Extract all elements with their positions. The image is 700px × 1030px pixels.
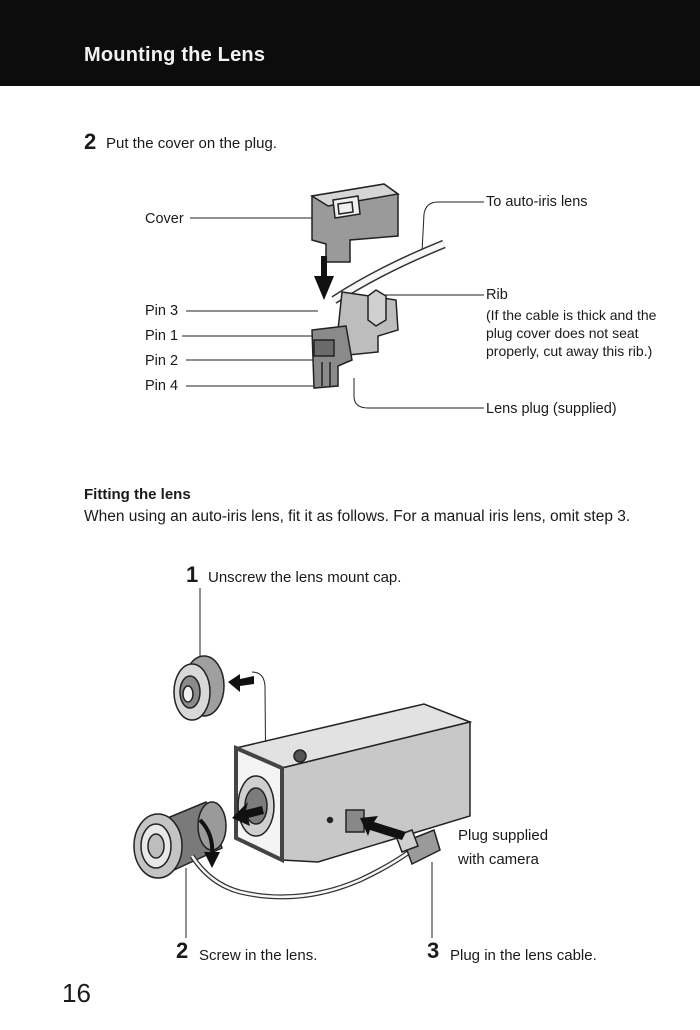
step1-text: Unscrew the lens mount cap. xyxy=(208,569,402,586)
step-text: Put the cover on the plug. xyxy=(106,135,277,152)
step1-number: 1 xyxy=(186,562,199,587)
lens-shape xyxy=(133,801,227,879)
rib-note: (If the cable is thick and the plug cove… xyxy=(486,307,657,359)
step2-text: Screw in the lens. xyxy=(199,947,318,964)
label-lens-plug: Lens plug (supplied) xyxy=(486,401,617,417)
lens-mount-cap-shape xyxy=(173,655,225,721)
label-plug-supplied: Plug supplied with camera xyxy=(458,827,549,868)
page-title: Mounting the Lens xyxy=(84,44,266,66)
label-cover: Cover xyxy=(145,211,184,227)
step-number: 2 xyxy=(84,129,97,154)
label-pin4: Pin 4 xyxy=(145,378,179,394)
section-title: Fitting the lens xyxy=(84,486,191,503)
section-paragraph: When using an auto-iris lens, fit it as … xyxy=(84,508,631,525)
lens-plug-shape xyxy=(311,289,399,389)
label-pin3: Pin 3 xyxy=(145,303,179,319)
label-rib: Rib xyxy=(486,287,508,303)
step2-number: 2 xyxy=(176,938,189,963)
step3-number: 3 xyxy=(427,938,440,963)
camera-body-shape xyxy=(233,703,473,864)
plug-cover-shape xyxy=(309,183,400,263)
label-pin2: Pin 2 xyxy=(145,353,179,369)
step3-text: Plug in the lens cable. xyxy=(450,947,597,964)
label-pin1: Pin 1 xyxy=(145,328,179,344)
page-number: 16 xyxy=(62,978,91,1008)
label-to-auto-iris-lens: To auto-iris lens xyxy=(486,194,588,210)
page-header: Mounting the Lens xyxy=(0,0,700,86)
